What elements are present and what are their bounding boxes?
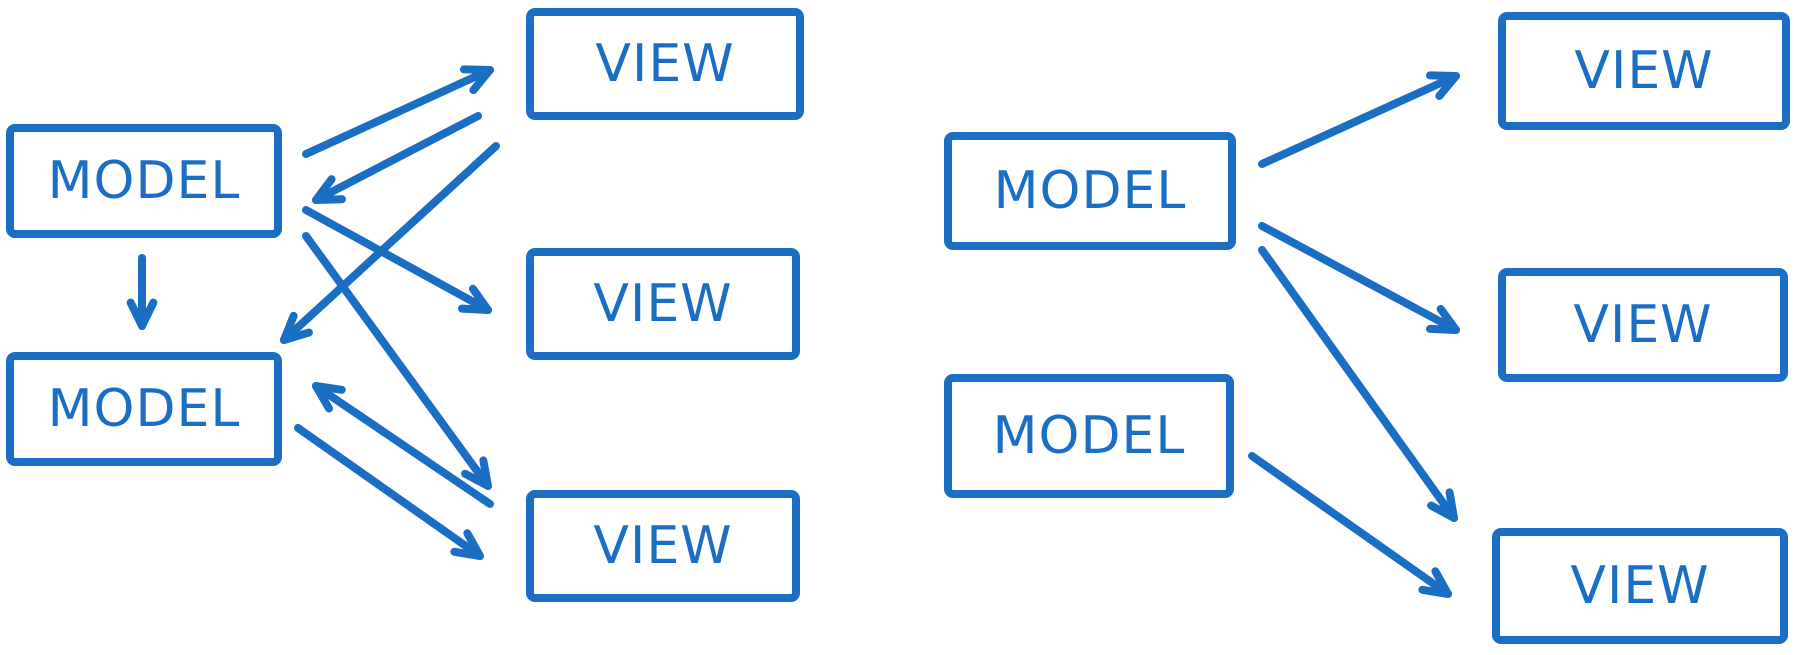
left-view-label-3: VIEW: [593, 516, 733, 576]
left-view-box-3: VIEW: [526, 490, 800, 602]
arrow-view1-to-model1: [312, 112, 482, 204]
arrow-rmodel1-to-view1: [1258, 71, 1460, 168]
left-model-box-2: MODEL: [6, 352, 282, 466]
arrow-rmodel2-to-view3: [1248, 452, 1452, 598]
arrow-model1-to-model2: [126, 254, 158, 330]
left-view-label-2: VIEW: [593, 274, 733, 334]
right-view-label-1: VIEW: [1574, 41, 1714, 101]
left-model-label-2: MODEL: [47, 379, 241, 439]
arrow-view1-to-model2: [280, 142, 500, 344]
left-model-label-1: MODEL: [47, 151, 241, 211]
right-view-label-3: VIEW: [1570, 556, 1710, 616]
right-view-label-2: VIEW: [1573, 295, 1713, 355]
left-view-box-1: VIEW: [526, 8, 804, 120]
arrow-rmodel1-to-view3: [1258, 246, 1458, 522]
right-view-box-3: VIEW: [1492, 528, 1788, 644]
arrow-model2-to-view3: [294, 424, 484, 560]
left-view-label-1: VIEW: [595, 34, 735, 94]
arrow-rmodel1-to-view2: [1258, 222, 1460, 334]
arrow-view3-to-model2: [312, 382, 494, 508]
right-model-box-1: MODEL: [944, 132, 1236, 250]
arrow-model1-to-view3: [302, 232, 492, 490]
right-model-label-1: MODEL: [993, 161, 1187, 221]
left-view-box-2: VIEW: [526, 248, 800, 360]
right-view-box-1: VIEW: [1498, 12, 1790, 130]
right-view-box-2: VIEW: [1498, 268, 1788, 382]
right-model-box-2: MODEL: [944, 374, 1234, 498]
right-model-label-2: MODEL: [992, 406, 1186, 466]
arrow-model1-to-view2: [302, 206, 492, 314]
arrow-model1-to-view1: [302, 65, 494, 158]
left-model-box-1: MODEL: [6, 124, 282, 238]
